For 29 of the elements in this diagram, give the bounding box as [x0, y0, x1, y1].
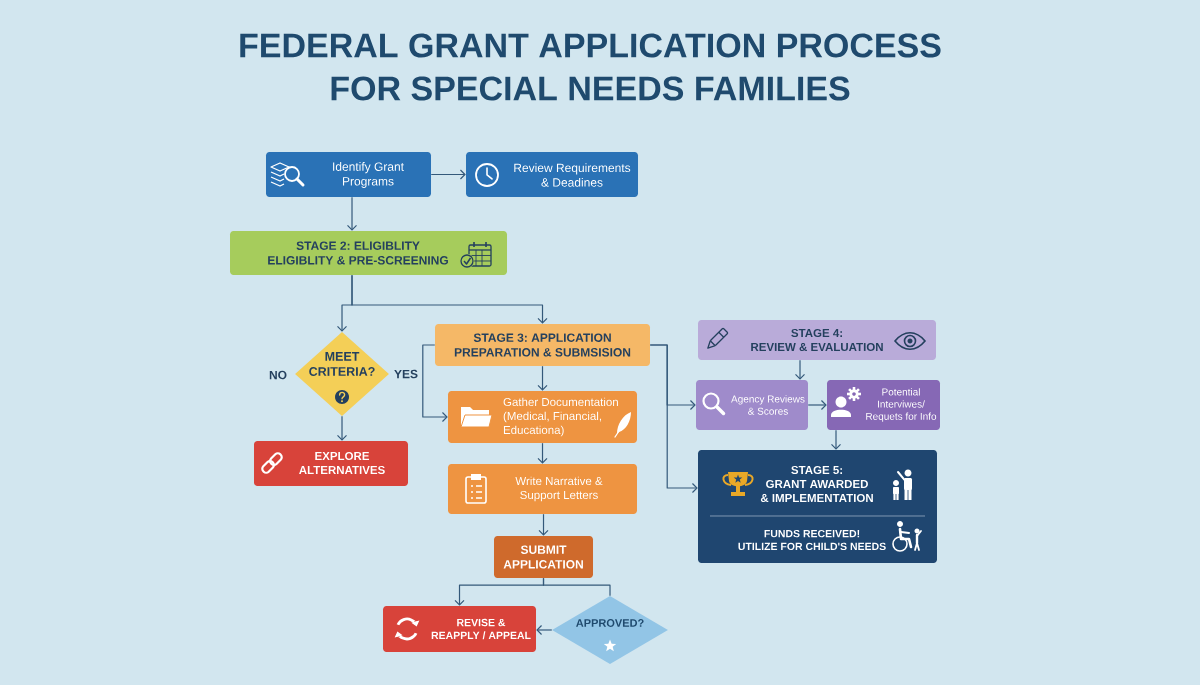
process-box: Review Requirements & Deadines: [466, 152, 638, 197]
arrow: [830, 429, 842, 450]
process-box: SUBMIT APPLICATION: [494, 536, 593, 578]
arrow: [351, 274, 548, 324]
title: FEDERAL GRANT APPLICATION PROCESS FOR SPECIAL NEEDS FAMILIES: [240, 33, 941, 101]
arrow: [794, 359, 806, 380]
arrow: [336, 415, 348, 441]
process-box: REVISE & REAPPLY / APPEAL: [383, 606, 536, 652]
process-box: Agency Reviews & Scores: [696, 380, 808, 430]
arrow: [536, 624, 553, 636]
process-box: Gather Documentation (Medical, Financial, Educationa): [448, 391, 637, 443]
branch-label: YES: [394, 369, 418, 379]
process-box: EXPLORE ALTERNATIVES: [254, 441, 408, 486]
arrow: [538, 513, 549, 536]
stage-banner: STAGE 3: APPLICATION PREPARATION & SUBMSISION: [435, 324, 650, 366]
arrow: [807, 399, 827, 411]
arrow: [537, 442, 548, 464]
arrow: [346, 196, 358, 231]
stage-banner: STAGE 4: REVIEW & EVALUATION: [698, 320, 936, 360]
stage-banner: STAGE 2: ELIGIBLITY ELIGIBLITY & PRE-SCREENING: [230, 231, 507, 275]
arrow: [537, 365, 548, 391]
arrow: [649, 344, 698, 494]
branch-label: NO: [269, 370, 287, 380]
stage-panel: STAGE 5: GRANT AWARDED & IMPLEMENTATION FUNDS RECEIVED! UTILIZE FOR CHILD'S NEEDS: [698, 450, 937, 563]
arrow: [422, 344, 448, 423]
arrow: [430, 169, 466, 180]
process-box: Write Narrative & Support Letters: [448, 464, 637, 514]
process-box: Potential Interviwes/ Requets for Info: [827, 380, 940, 430]
process-box: Identify Grant Programs: [266, 152, 431, 197]
